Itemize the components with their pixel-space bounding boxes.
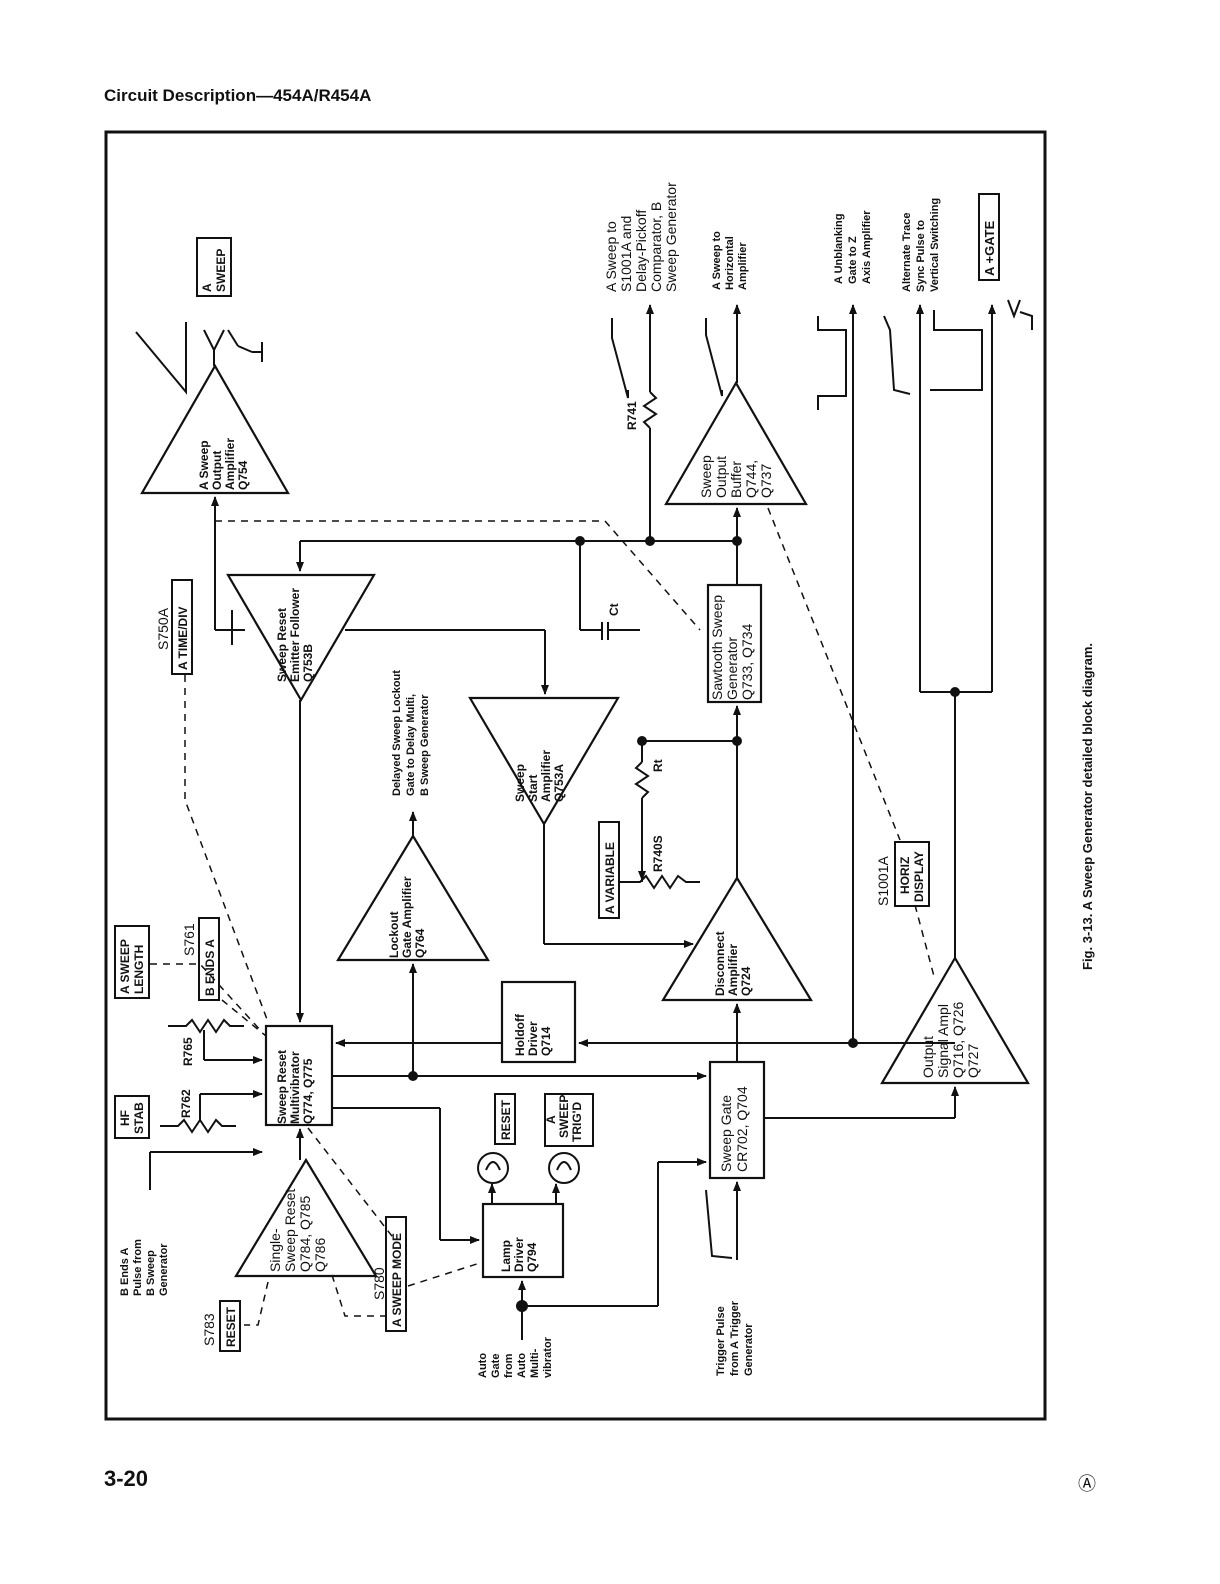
a-sweep-trigd-label: A SWEEP TRIG'D (544, 1092, 584, 1142)
lamp-driver-box (481, 1202, 565, 1279)
b-ends-a-pulse-label: B Ends A Pulse from B Sweep Generator (119, 1236, 170, 1296)
a-time-div-box (171, 579, 193, 675)
sweep-output-buffer-triangle (664, 380, 808, 506)
trigger-pulse-label: Trigger Pulse from A Trigger Generator (715, 1298, 755, 1376)
s780-label: S780 (371, 1267, 387, 1300)
sweep-output-buffer-label: Sweep Output Buffer Q744, Q737 (698, 451, 774, 498)
lockout-gate-amplifier-triangle (336, 833, 490, 962)
b-ends-a-label: B ENDS A (203, 939, 217, 996)
reset-switch-box (219, 1300, 241, 1352)
s783-label: S783 (201, 1313, 217, 1346)
a-sweep-mode-label: A SWEEP MODE (390, 1233, 404, 1327)
page-number: 3-20 (104, 1466, 149, 1491)
single-sweep-reset-label: Single- Sweep Reset Q784, Q785 Q786 (267, 1185, 328, 1272)
reset-switch-label: RESET (224, 1306, 238, 1347)
holdoff-driver-box (500, 980, 577, 1064)
sweep-start-amplifier-triangle (468, 696, 620, 827)
delayed-sweep-lockout-label: Delayed Sweep Lockout Gate to Delay Mult… (391, 667, 431, 796)
a-variable-label: A VARIABLE (603, 842, 617, 914)
horiz-display-box (894, 841, 930, 907)
a-sweep-trigd-box (544, 1093, 594, 1147)
a-sweep-output-amplifier-label: A Sweep Output Amplifier Q754 (197, 435, 250, 490)
sweep-reset-multivibrator-label: Sweep Reset Multivibrator Q774, Q775 (275, 1047, 315, 1124)
sweep-reset-multivibrator-box (264, 1024, 334, 1127)
a-gate-box (978, 193, 1000, 281)
r741-label: R741 (625, 401, 639, 430)
a-sweep-mode-box (385, 1216, 407, 1332)
disconnect-amplifier-triangle (661, 875, 813, 1002)
output-signal-ampl-triangle (880, 955, 1030, 1085)
a-sweep-length-box (114, 925, 150, 999)
sweep-gate-label: Sweep Gate CR702, Q704 (718, 1086, 750, 1172)
a-sweep-length-label: A SWEEP LENGTH (118, 936, 146, 994)
disconnect-amplifier-label: Disconnect Amplifier Q724 (713, 928, 753, 996)
a-sweep-box (196, 237, 232, 297)
a-sweep-output-amplifier-triangle (140, 363, 290, 495)
a-variable-box (598, 821, 620, 919)
a-sweep-to-horizontal-label: A Sweep to Horizontal Amplifier (711, 228, 749, 290)
revision-mark: Ⓐ (1078, 1474, 1096, 1494)
hf-stab-box (114, 1095, 150, 1139)
reset-lamp-box (494, 1093, 516, 1145)
holdoff-driver-label: Holdoff Driver Q714 (513, 1011, 553, 1056)
rt-label: Rt (651, 759, 665, 772)
horiz-display-label: HORIZ DISPLAY (898, 851, 926, 902)
alternate-trace-label: Alternate Trace Sync Pulse to Vertical S… (901, 198, 941, 292)
page-header: Circuit Description—454A/R454A (104, 86, 372, 105)
single-sweep-reset-triangle (234, 1157, 378, 1278)
lockout-gate-amplifier-label: Lockout Gate Amplifier Q764 (387, 873, 427, 958)
ct-label: Ct (607, 603, 621, 616)
a-gate-label: A +GATE (982, 220, 997, 276)
sawtooth-sweep-generator-label: Sawtooth Sweep Generator Q733, Q734 (709, 591, 755, 700)
sweep-reset-emitter-follower-triangle (226, 573, 376, 703)
a-time-div-label: A TIME/DIV (176, 606, 190, 670)
s750a-label: S750A (155, 607, 171, 650)
sweep-reset-emitter-follower-label: Sweep Reset Emitter Follower Q753B (275, 585, 315, 682)
r740s-label: R740S (651, 835, 665, 872)
a-sweep-to-s1001a-label: A Sweep to S1001A and Delay-Pickoff Comp… (603, 182, 679, 292)
sawtooth-sweep-generator-box (706, 583, 763, 704)
hf-stab-label: HF STAB (118, 1102, 146, 1134)
auto-gate-label: Auto Gate from Auto Multi- vibrator (477, 1336, 554, 1378)
a-sweep-box-label: A SWEEP (200, 249, 228, 292)
r765-label: R765 (181, 1037, 195, 1066)
diagram-frame (104, 130, 1047, 1421)
lamp-driver-label: Lamp Driver Q794 (499, 1234, 539, 1272)
figure-caption: Fig. 3-13. A Sweep Generator detailed bl… (1080, 643, 1095, 970)
s761-label: S761 (181, 923, 197, 956)
output-signal-ampl-label: Output Signal Ampl Q716, Q726 Q727 (920, 998, 981, 1078)
sweep-start-amplifier-label: Sweep Start Amplifier Q753A (513, 747, 566, 802)
a-unblanking-label: A Unblanking Gate to Z Axis Amplifier (833, 210, 873, 284)
reset-lamp-icon (477, 1152, 509, 1184)
sweep-trigd-lamp-icon (548, 1152, 580, 1184)
r762-label: R762 (179, 1089, 193, 1118)
s1001a-label: S1001A (875, 856, 891, 906)
b-ends-a-box (198, 917, 220, 1001)
sweep-gate-box (708, 1060, 766, 1180)
reset-lamp-label: RESET (499, 1099, 513, 1140)
